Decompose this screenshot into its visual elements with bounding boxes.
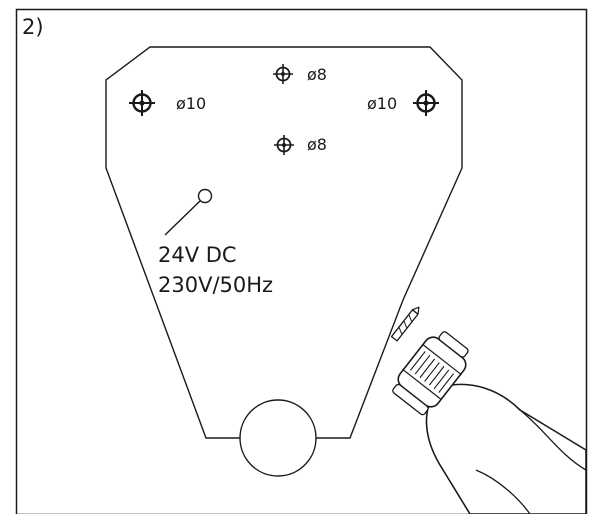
hole-label-top-center: ø8	[307, 65, 327, 84]
hole-label-center: ø8	[307, 135, 327, 154]
power-drill-icon	[390, 306, 587, 514]
crosshair-hole-icon	[273, 64, 293, 84]
callout-leader-line	[164, 200, 201, 236]
mounting-plate	[105, 46, 463, 439]
voltage-label-ac: 230V/50Hz	[158, 273, 273, 297]
cable-entry-hole	[239, 399, 317, 477]
crosshair-hole-icon	[274, 135, 294, 155]
hole-label-right: ø10	[367, 94, 397, 113]
crosshair-hole-icon	[129, 90, 155, 116]
cable-knockout-circle	[197, 188, 213, 204]
crosshair-hole-icon	[413, 90, 439, 116]
step-label: 2)	[22, 15, 44, 39]
hole-label-left: ø10	[176, 94, 206, 113]
voltage-label-dc: 24V DC	[158, 243, 237, 267]
